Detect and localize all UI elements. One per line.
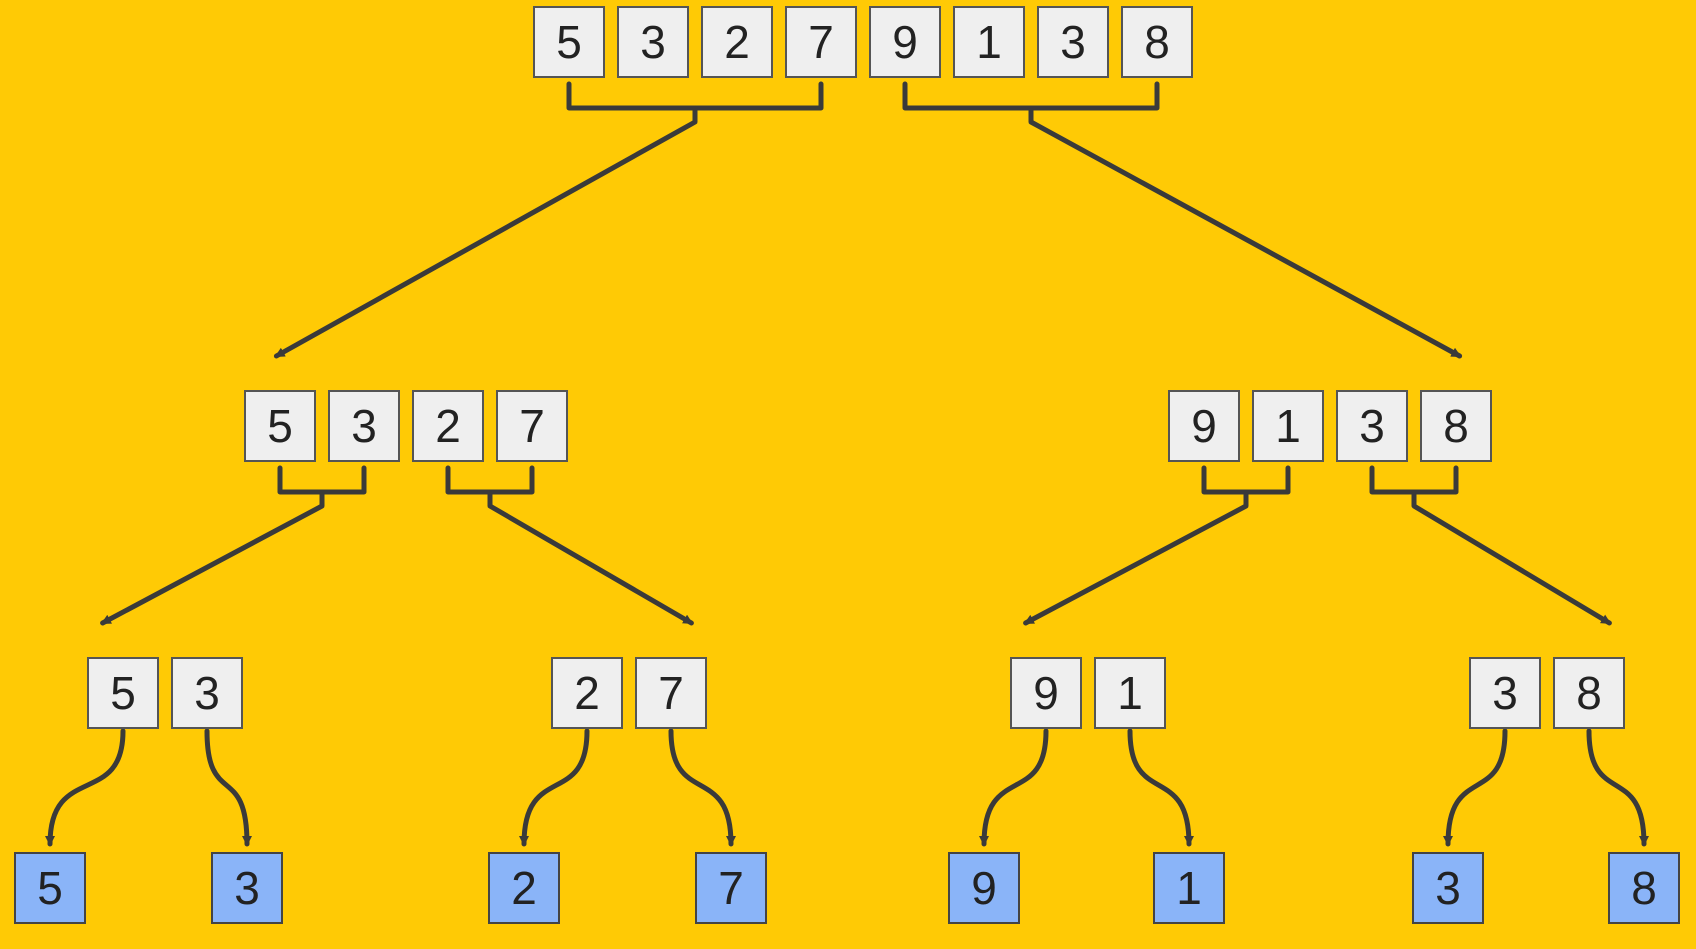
leaf-cell: 1 (1153, 852, 1225, 924)
leaf-arrow (1443, 728, 1508, 847)
array-cell: 1 (953, 6, 1025, 78)
leaf-cell: 8 (1608, 852, 1680, 924)
leaf-arrow (204, 728, 252, 847)
leaf-cell: 3 (1412, 852, 1484, 924)
array-cell: 7 (785, 6, 857, 78)
array-cell: 5 (533, 6, 605, 78)
array-cell: 8 (1553, 657, 1625, 729)
leaf-arrow (519, 728, 590, 847)
split-arrow (487, 489, 694, 626)
split-bracket (566, 81, 824, 111)
array-cell: 3 (1336, 390, 1408, 462)
array-cell: 1 (1252, 390, 1324, 462)
leaf-arrow (668, 728, 736, 847)
array-cell: 8 (1420, 390, 1492, 462)
split-bracket (277, 465, 367, 495)
split-arrow (273, 105, 698, 359)
leaf-cell: 7 (695, 852, 767, 924)
array-cell: 2 (412, 390, 484, 462)
split-bracket (902, 81, 1160, 111)
split-arrow (1411, 489, 1612, 626)
array-cell: 7 (635, 657, 707, 729)
split-bracket (1369, 465, 1459, 495)
leaf-arrow (1586, 728, 1649, 847)
array-cell: 8 (1121, 6, 1193, 78)
array-cell: 2 (701, 6, 773, 78)
split-arrow (1028, 105, 1463, 359)
array-cell: 9 (869, 6, 941, 78)
split-arrow (100, 489, 325, 626)
array-cell: 3 (617, 6, 689, 78)
split-bracket (445, 465, 535, 495)
array-cell: 9 (1168, 390, 1240, 462)
leaf-cell: 3 (211, 852, 283, 924)
array-cell: 3 (328, 390, 400, 462)
array-cell: 5 (244, 390, 316, 462)
leaf-cell: 5 (14, 852, 86, 924)
array-cell: 5 (87, 657, 159, 729)
array-cell: 9 (1010, 657, 1082, 729)
array-cell: 2 (551, 657, 623, 729)
array-cell: 1 (1094, 657, 1166, 729)
leaf-arrow (45, 728, 126, 847)
array-cell: 3 (1037, 6, 1109, 78)
array-cell: 7 (496, 390, 568, 462)
leaf-cell: 9 (948, 852, 1020, 924)
array-cell: 3 (1469, 657, 1541, 729)
leaf-arrow (1127, 728, 1194, 847)
array-cell: 3 (171, 657, 243, 729)
leaf-arrow (979, 728, 1049, 847)
split-arrow (1023, 489, 1249, 626)
leaf-cell: 2 (488, 852, 560, 924)
split-bracket (1201, 465, 1291, 495)
